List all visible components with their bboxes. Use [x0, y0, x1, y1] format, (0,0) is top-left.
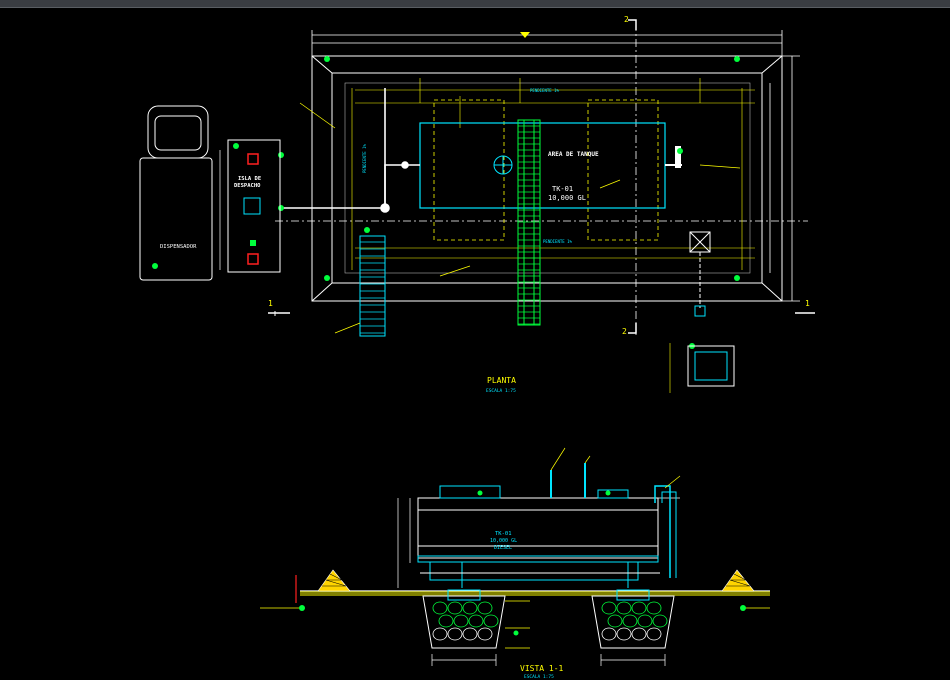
- tank-saddle-footings: [433, 99, 659, 241]
- gravel-stone: [468, 614, 484, 628]
- plan-tank-capacity: 10,000 GL: [548, 194, 586, 202]
- gravel-stone: [477, 627, 493, 641]
- gravel-stone: [438, 614, 454, 628]
- ground-line: [295, 575, 770, 603]
- gravel-stone: [477, 601, 493, 615]
- gravel-stone: [453, 614, 469, 628]
- gravel-stone: [637, 614, 653, 628]
- gravel-stone: [601, 627, 617, 641]
- gravel-stone: [646, 627, 662, 641]
- dispenser-unit: DISPENSADOR: [139, 105, 213, 281]
- dispatch-island-label-2: DESPACHO: [234, 183, 261, 189]
- section-marker-2-bottom: 2: [622, 327, 627, 336]
- plan-title: PLANTA: [487, 376, 516, 385]
- right-mound: [721, 569, 755, 592]
- window-title-bar: [0, 0, 950, 8]
- plan-scale: ESCALA 1:75: [486, 388, 516, 394]
- tank-plan: AREA DE TANQUE TK-01 10,000 GL: [417, 122, 682, 209]
- gravel-stone: [616, 601, 632, 615]
- gravel-stone: [652, 614, 668, 628]
- section-callout-bubbles: [299, 490, 746, 636]
- gravel-stone: [432, 601, 448, 615]
- tank-area-label: AREA DE TANQUE: [548, 151, 599, 158]
- plan-tank-id: TK-01: [552, 185, 573, 193]
- section-marker-1-left: 1: [268, 299, 273, 308]
- gravel-stone: [462, 601, 478, 615]
- section-bottom-dimensions: [431, 654, 666, 666]
- gravel-stone: [607, 614, 623, 628]
- gravel-stone: [432, 627, 448, 641]
- gravel-stone: [616, 627, 632, 641]
- plan-right-dimensions: [769, 55, 800, 302]
- plan-view: 2 2 1 1: [139, 15, 815, 394]
- plan-top-dimensions: [311, 30, 783, 56]
- dispatch-island: ISLA DE DESPACHO: [219, 139, 281, 273]
- plan-leader-lines: [299, 102, 741, 334]
- section-tank-id: TK-01: [495, 531, 512, 537]
- right-foundation: [591, 589, 675, 649]
- section-marker-1-right: 1: [805, 299, 810, 308]
- slope-label-top: PENDIENTE 1%: [530, 88, 559, 93]
- section-tank-capacity: 10,000 GL: [490, 538, 517, 544]
- slope-label-left: PENDIENTE 1%: [362, 144, 367, 173]
- gravel-stone: [447, 627, 463, 641]
- gravel-stone: [646, 601, 662, 615]
- gravel-stone: [631, 627, 647, 641]
- containment-wall: [311, 55, 783, 302]
- gravel-stone: [462, 627, 478, 641]
- fuel-piping: [282, 88, 420, 213]
- section-view: TK-01 10,000 GL DIESEL: [260, 447, 770, 680]
- left-mound: [317, 569, 351, 592]
- section-line-2: 2 2: [622, 15, 637, 338]
- gravel-stone: [447, 601, 463, 615]
- section-scale: ESCALA 1:75: [524, 674, 554, 680]
- section-leader-lines: [260, 447, 770, 649]
- tank-access-ladder-plan: [517, 119, 541, 326]
- section-title: VISTA 1-1: [520, 664, 564, 673]
- gravel-stone: [483, 614, 499, 628]
- gravel-stone: [622, 614, 638, 628]
- dispenser-label: DISPENSADOR: [160, 244, 197, 250]
- slope-label-bottom: PENDIENTE 1%: [543, 239, 572, 244]
- left-stairs-plan: [359, 235, 386, 337]
- tank-elevation: TK-01 10,000 GL DIESEL: [417, 463, 677, 578]
- section-line-1: 1 1: [268, 220, 815, 316]
- tank-saddles-elevation: [417, 555, 660, 588]
- right-drain-pit: [669, 231, 735, 393]
- dispatch-island-label-1: ISLA DE: [238, 176, 261, 182]
- section-marker-2-top: 2: [624, 15, 629, 24]
- gravel-stone: [601, 601, 617, 615]
- cad-drawing-canvas[interactable]: 2 2 1 1: [0, 8, 950, 680]
- gravel-stone: [631, 601, 647, 615]
- section-left-dimension: [397, 498, 411, 588]
- section-tank-fuel: DIESEL: [494, 545, 512, 551]
- left-foundation: [422, 589, 506, 649]
